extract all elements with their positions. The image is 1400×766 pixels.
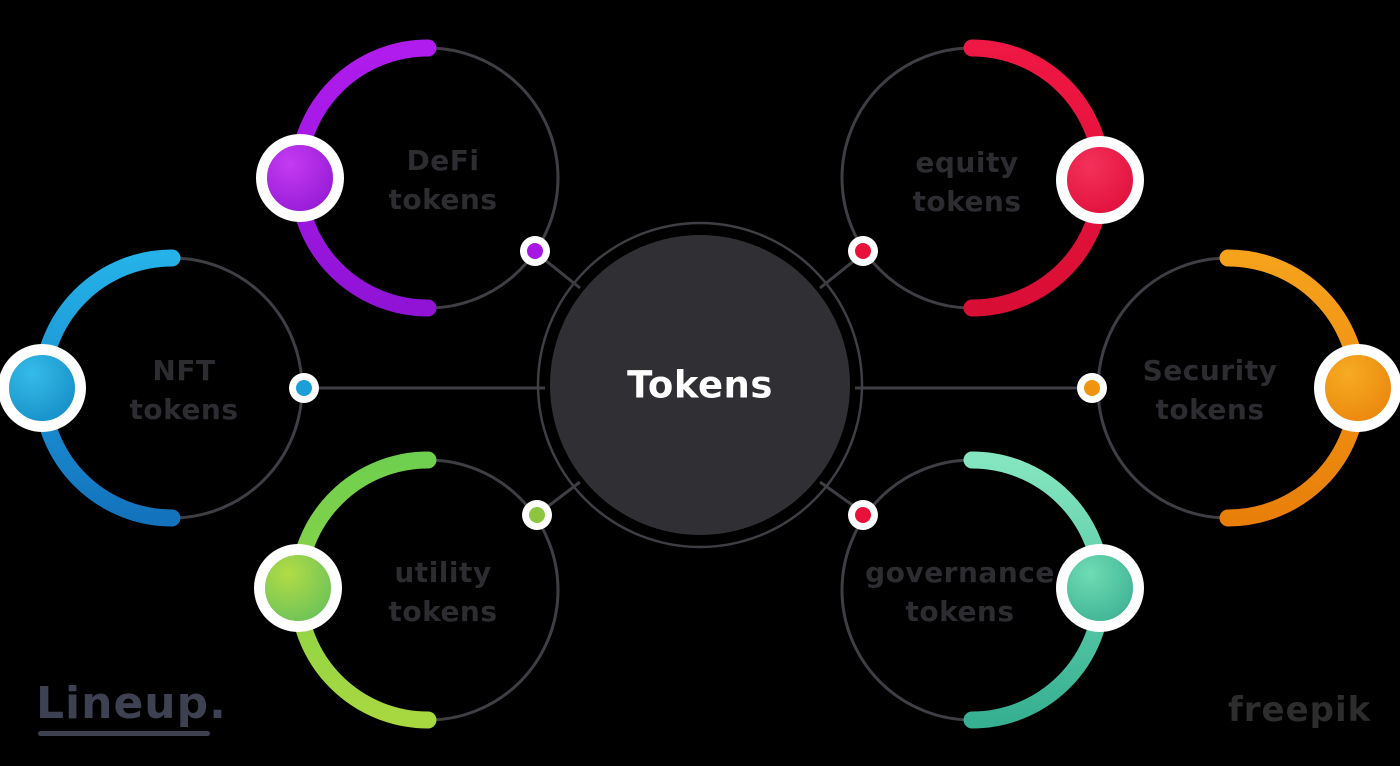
node-label-line1: DeFi (406, 144, 480, 177)
node-label-line1: equity (915, 146, 1019, 179)
brand-logo: Lineup. (36, 678, 227, 729)
node-label-line1: utility (394, 556, 492, 589)
connector-dot-pip (855, 243, 871, 259)
center-outer-ring (536, 221, 864, 549)
connector-dot-pip (855, 507, 871, 523)
node-dot-bottom-right (1056, 544, 1144, 632)
node-dot-bottom-left (254, 544, 342, 632)
center-title: Tokens (627, 363, 773, 407)
node-label-left: NFT tokens (129, 351, 238, 429)
node-label-right: Security tokens (1143, 351, 1278, 429)
node-label-line2: tokens (388, 183, 498, 216)
connector-dot-pip (1084, 380, 1100, 396)
connector-dot-left (289, 373, 319, 403)
node-dot-left (0, 344, 86, 432)
node-label-line2: tokens (912, 185, 1022, 218)
node-label-line2: tokens (129, 393, 239, 426)
node-label-bottom-right: governance tokens (865, 553, 1055, 631)
node-label-line1: NFT (152, 354, 216, 387)
node-label-top-right: equity tokens (912, 143, 1021, 221)
node-dot-top-right (1056, 136, 1144, 224)
node-label-line2: tokens (905, 595, 1015, 628)
credit-logo: freepik (1228, 690, 1372, 730)
connector-dot-bottom-right (848, 500, 878, 530)
node-label-line2: tokens (388, 595, 498, 628)
connector-dot-bottom-left (522, 500, 552, 530)
connector-dot-top-right (848, 236, 878, 266)
node-label-line1: governance (865, 556, 1055, 589)
node-label-bottom-left: utility tokens (388, 553, 497, 631)
node-dot-top-left (256, 134, 344, 222)
node-label-line1: Security (1142, 354, 1278, 387)
node-label-line2: tokens (1155, 393, 1265, 426)
connector-dot-pip (529, 507, 545, 523)
center-circle (550, 235, 850, 535)
connector-dot-pip (296, 380, 312, 396)
connector-dot-pip (527, 243, 543, 259)
node-label-top-left: DeFi tokens (388, 141, 497, 219)
brand-logo-underline (38, 731, 210, 736)
connector-dot-right (1077, 373, 1107, 403)
node-dot-right (1314, 344, 1400, 432)
connector-dot-top-left (520, 236, 550, 266)
